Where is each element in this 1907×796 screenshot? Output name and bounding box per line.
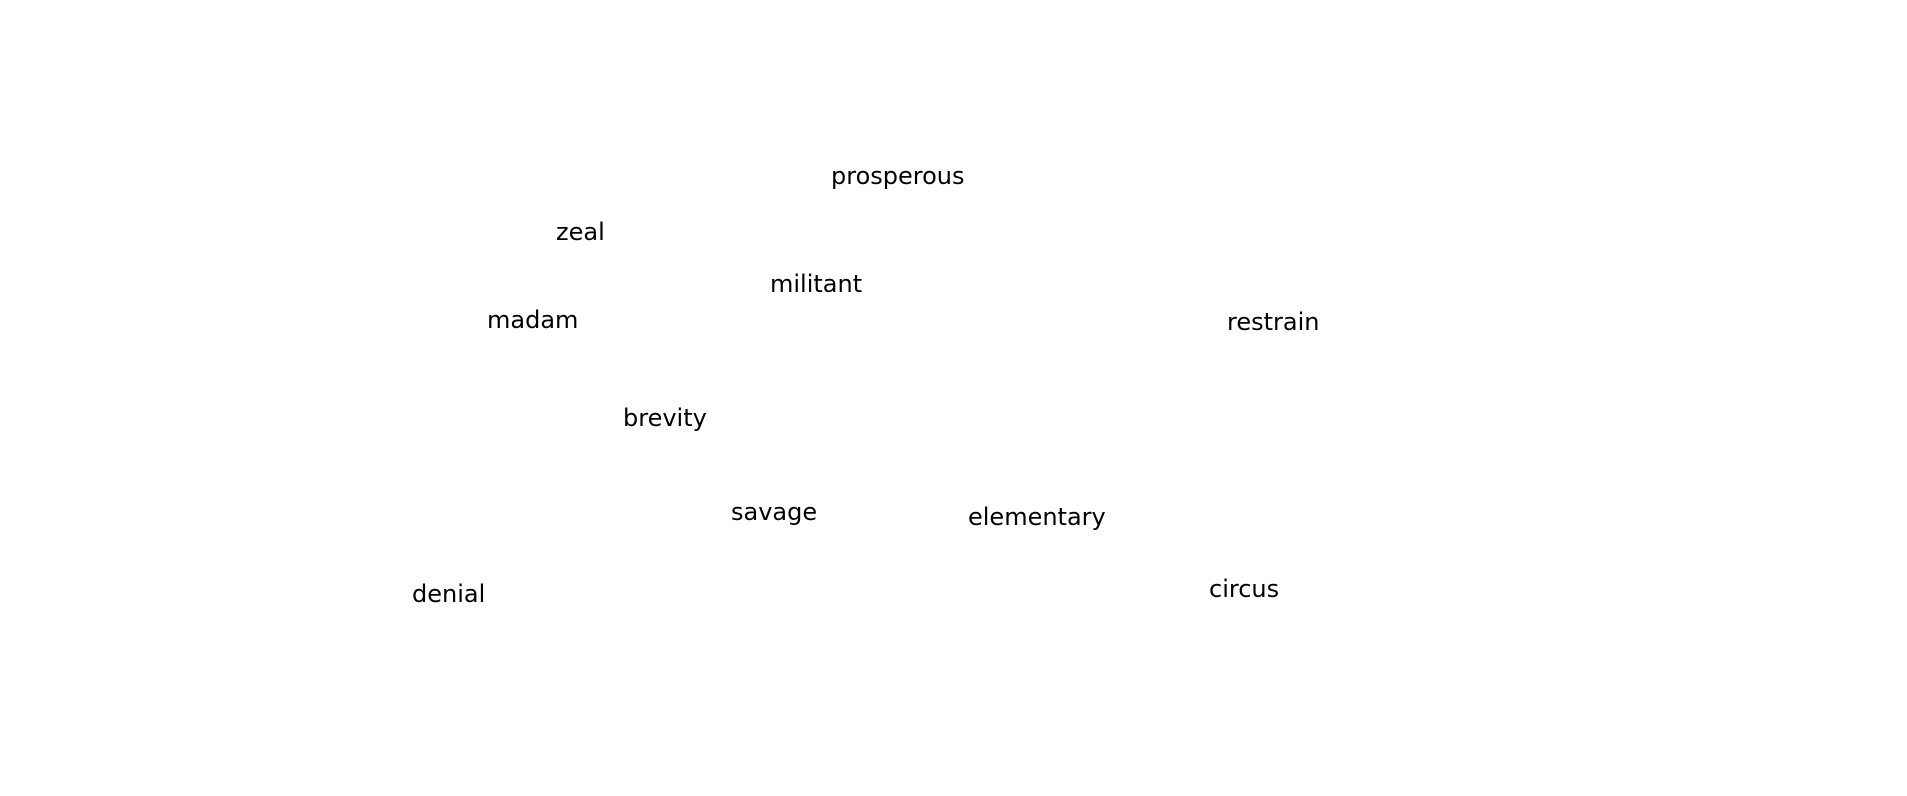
word-madam[interactable]: madam — [487, 306, 579, 334]
word-zeal[interactable]: zeal — [556, 218, 605, 246]
word-brevity[interactable]: brevity — [623, 404, 707, 432]
word-militant[interactable]: militant — [770, 270, 863, 298]
word-prosperous[interactable]: prosperous — [831, 162, 965, 190]
word-denial[interactable]: denial — [412, 580, 486, 608]
word-restrain[interactable]: restrain — [1227, 308, 1320, 336]
word-savage[interactable]: savage — [731, 498, 818, 526]
word-elementary[interactable]: elementary — [968, 503, 1106, 531]
word-circus[interactable]: circus — [1209, 575, 1280, 603]
